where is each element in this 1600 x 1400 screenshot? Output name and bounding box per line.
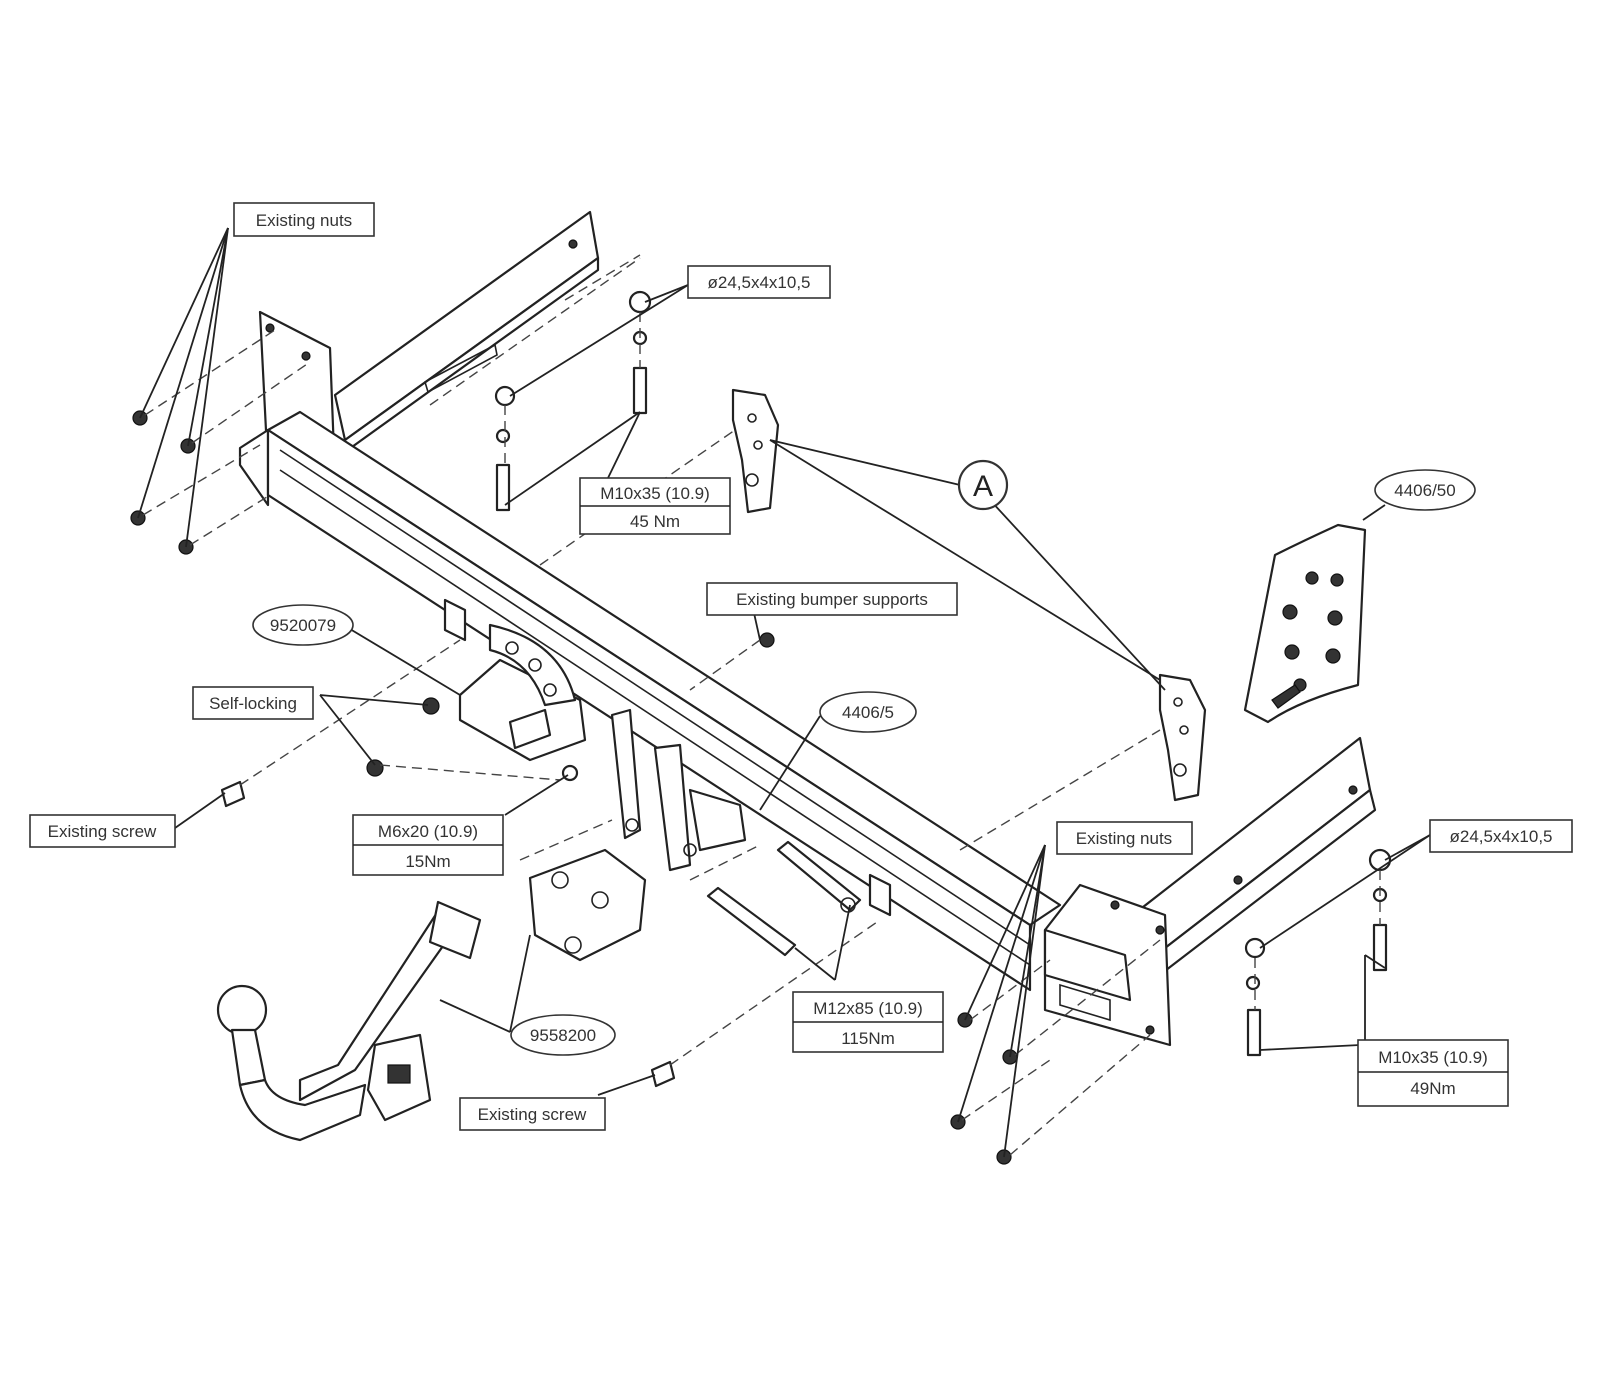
fasteners [130, 290, 1392, 1165]
label-self-locking: Self-locking [192, 686, 314, 720]
label-text: 4406/50 [1394, 481, 1455, 500]
label-text: ø24,5x4x10,5 [1449, 827, 1552, 846]
label-text: M12x85 (10.9) [813, 999, 923, 1018]
label-bolt-m10-right: M10x35 (10.9) 49Nm [1357, 1039, 1509, 1107]
clamp-block-9520079 [458, 623, 587, 762]
socket-bracket-4406-5 [610, 708, 747, 872]
label-text: Existing bumper supports [736, 590, 928, 609]
ball-neck-9558200 [216, 900, 482, 1142]
label-text: 115Nm [841, 1029, 895, 1048]
label-text: 49Nm [1410, 1079, 1455, 1098]
label-text: 15Nm [405, 852, 450, 871]
label-text: Existing screw [48, 822, 157, 841]
label-existing-bumper-supports: Existing bumper supports [706, 582, 958, 616]
label-text: A [973, 470, 993, 503]
label-text: M10x35 (10.9) [1378, 1048, 1488, 1067]
bumper-support-left [731, 388, 780, 514]
label-text: Self-locking [209, 694, 297, 713]
label-part-9558200: 9558200 [510, 1014, 616, 1056]
label-washer-right: ø24,5x4x10,5 [1429, 819, 1573, 853]
label-text: 45 Nm [630, 512, 680, 531]
label-text: 9520079 [270, 616, 336, 635]
label-text: 9558200 [530, 1026, 596, 1045]
label-bolt-m6: M6x20 (10.9) 15Nm [352, 814, 504, 876]
label-detail-a: A [957, 459, 1009, 511]
label-text: 4406/5 [842, 703, 894, 722]
label-text: Existing nuts [1076, 829, 1172, 848]
label-washer-left: ø24,5x4x10,5 [687, 265, 831, 299]
label-text: M10x35 (10.9) [600, 484, 710, 503]
label-text: Existing screw [478, 1105, 587, 1124]
electric-socket-plate [528, 848, 647, 962]
label-text: M6x20 (10.9) [378, 822, 478, 841]
label-existing-nuts-left: Existing nuts [233, 202, 375, 237]
label-part-9520079: 9520079 [252, 604, 354, 646]
leader-lines [137, 227, 1431, 1158]
label-existing-nuts-right: Existing nuts [1056, 821, 1193, 855]
right-arm [1043, 736, 1377, 1047]
fitting-kit-bag [1243, 523, 1367, 724]
label-existing-screw-right: Existing screw [459, 1097, 606, 1131]
label-part-4406-50: 4406/50 [1374, 469, 1476, 511]
label-part-4406-5: 4406/5 [819, 691, 917, 733]
label-bolt-m12: M12x85 (10.9) 115Nm [792, 991, 944, 1053]
label-existing-screw-left: Existing screw [29, 814, 176, 848]
main-cross-tube [266, 410, 1062, 992]
bumper-support-right [1158, 673, 1207, 802]
label-text: ø24,5x4x10,5 [707, 273, 810, 292]
label-text: Existing nuts [256, 211, 352, 230]
label-bolt-m10-left: M10x35 (10.9) 45 Nm [579, 477, 731, 535]
